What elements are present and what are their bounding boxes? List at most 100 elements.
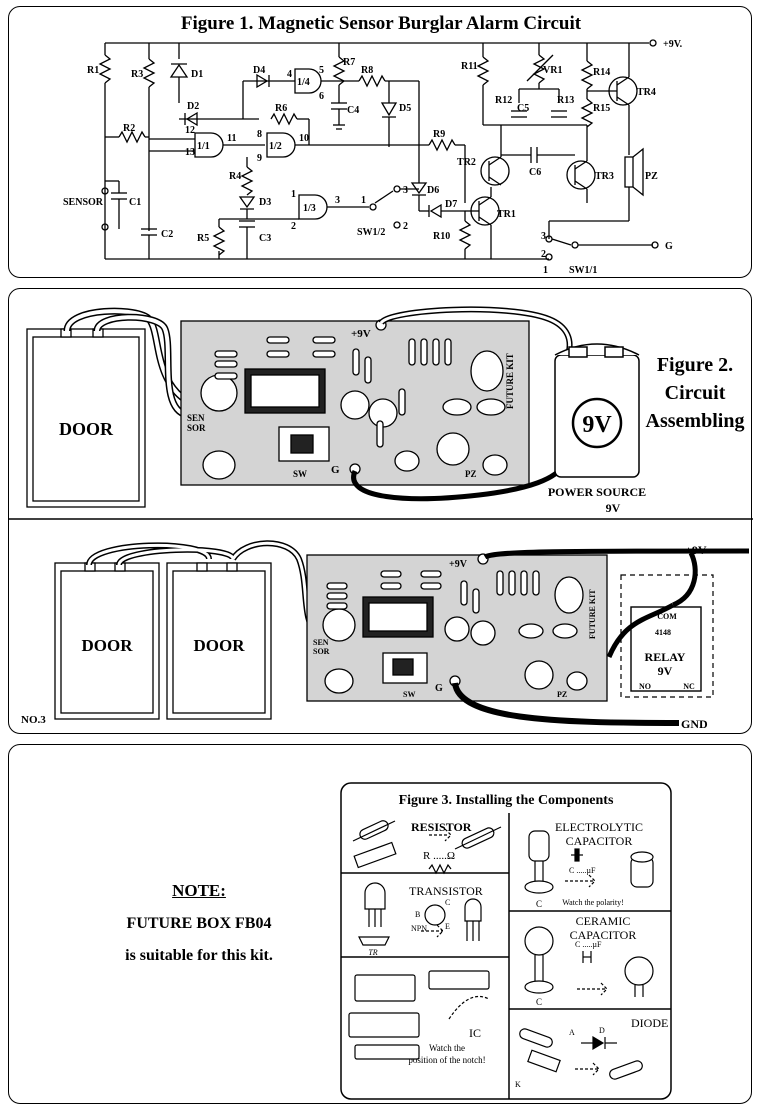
door-sensor-3 xyxy=(166,562,272,720)
label-r3: R3 xyxy=(131,69,143,80)
pcb1-switch-label: SW xyxy=(293,469,307,479)
svg-text:3: 3 xyxy=(541,231,546,242)
label-vr1: VR1 xyxy=(543,65,562,76)
door-label-1: DOOR xyxy=(59,419,114,439)
svg-text:4: 4 xyxy=(287,69,292,80)
label-r15: R15 xyxy=(593,103,610,114)
pcb2-ground-label: G xyxy=(435,683,443,694)
svg-text:6: 6 xyxy=(319,91,324,102)
door-label-2: DOOR xyxy=(82,636,134,655)
label-d2: D2 xyxy=(187,101,199,112)
electrolytic-hint: Watch the polarity! xyxy=(562,898,624,907)
label-r7: R7 xyxy=(343,57,355,68)
label-r14: R14 xyxy=(593,67,610,78)
label-d4: D4 xyxy=(253,65,265,76)
label-tr2: TR2 xyxy=(457,157,476,168)
label-c6: C6 xyxy=(529,167,541,178)
transistor-pin-c: C xyxy=(445,898,450,907)
resistor-symbol: R .....Ω xyxy=(423,850,455,862)
ic-hint-line2: position of the notch! xyxy=(408,1055,485,1065)
figure2-title-line2: Circuit xyxy=(665,382,726,404)
svg-text:1: 1 xyxy=(361,195,366,206)
diode-pin-d: D xyxy=(599,1026,605,1035)
label-r2: R2 xyxy=(123,123,135,134)
assembly-diagram: DOOR SEN SOR 9V POWER SOURCE 9V Figure 2… xyxy=(9,306,753,731)
electrolytic-label-line2: CAPACITOR xyxy=(566,834,633,848)
electrolytic-marker: C xyxy=(536,899,542,909)
transistor-label: TRANSISTOR xyxy=(409,884,483,898)
supply-label-bottom: +9V xyxy=(685,543,707,557)
label-pz: PZ xyxy=(645,171,658,182)
relay-pin-no: NO xyxy=(639,682,651,691)
pcb1-buzzer-label: PZ xyxy=(465,469,477,479)
power-source-label: POWER SOURCE xyxy=(548,485,646,499)
ceramic-symbol: C .....µF xyxy=(575,940,602,949)
battery-voltage: 9V xyxy=(582,412,612,438)
svg-text:2: 2 xyxy=(403,221,408,232)
label-gate13: 1/3 xyxy=(303,203,316,214)
label-c4: C4 xyxy=(347,105,359,116)
ic-hint-line1: Watch the xyxy=(429,1043,465,1053)
figure3-title: Figure 3. Installing the Components xyxy=(399,793,614,808)
relay-voltage: 9V xyxy=(658,664,673,678)
door-sensor-2 xyxy=(54,562,160,720)
svg-text:5: 5 xyxy=(319,65,324,76)
label-d5: D5 xyxy=(399,103,411,114)
sensor2-label-bottom: SOR xyxy=(313,647,330,656)
pcb2-brand: FUTURE KIT xyxy=(588,589,597,639)
components-panel: NOTE: FUTURE BOX FB04 is suitable for th… xyxy=(8,744,752,1104)
pcb2-supply-label: +9V xyxy=(449,559,468,570)
label-sw11: SW1/1 xyxy=(569,265,597,276)
transistor-pin-e: E xyxy=(445,922,450,931)
ceramic-label-line2: CAPACITOR xyxy=(570,928,637,942)
label-sensor: SENSOR xyxy=(63,197,104,208)
power-source-voltage: 9V xyxy=(606,501,621,515)
transistor-pin-b: B xyxy=(415,910,420,919)
label-r10: R10 xyxy=(433,231,450,242)
diode-pin-a: A xyxy=(569,1028,575,1037)
schematic-diagram: R1 R3 D1 D4 D2 R6 R2 R7 R8 C4 D5 R9 R4 D… xyxy=(63,39,683,276)
pcb1-ground-label: G xyxy=(331,464,340,476)
gnd-label: GND xyxy=(681,717,708,731)
label-r1: R1 xyxy=(87,65,99,76)
label-d7: D7 xyxy=(445,199,457,210)
label-r11: R11 xyxy=(461,61,478,72)
figure-number-label: NO.3 xyxy=(21,714,46,726)
diode-label: DIODE xyxy=(631,1016,668,1030)
svg-text:8: 8 xyxy=(257,129,262,140)
svg-text:9: 9 xyxy=(257,153,262,164)
svg-text:1: 1 xyxy=(543,265,548,276)
pcb1-supply-label: +9V xyxy=(351,328,371,340)
battery-9v xyxy=(554,343,640,478)
label-supply: +9V. xyxy=(663,39,683,50)
ic-label: IC xyxy=(469,1026,481,1040)
electrolytic-label-line1: ELECTROLYTIC xyxy=(555,820,643,834)
label-r6: R6 xyxy=(275,103,287,114)
label-c3: C3 xyxy=(259,233,271,244)
schematic-panel: Figure 1. Magnetic Sensor Burglar Alarm … xyxy=(8,6,752,278)
label-r4: R4 xyxy=(229,171,241,182)
ceramic-marker: C xyxy=(536,997,542,1007)
figure2-title-line3: Assembling xyxy=(646,410,745,432)
label-r12: R12 xyxy=(495,95,512,106)
sensor-label-top: SEN xyxy=(187,413,205,423)
label-r8: R8 xyxy=(361,65,373,76)
label-c2: C2 xyxy=(161,229,173,240)
label-c5: C5 xyxy=(517,103,529,114)
svg-text:12: 12 xyxy=(185,125,195,136)
transistor-type: NPN xyxy=(411,924,427,933)
note-heading: NOTE: xyxy=(172,881,226,900)
svg-text:11: 11 xyxy=(227,133,236,144)
svg-text:3: 3 xyxy=(335,195,340,206)
diode-pin-k: K xyxy=(515,1080,521,1089)
label-gate11: 1/1 xyxy=(197,141,210,152)
assembly-panel: DOOR SEN SOR 9V POWER SOURCE 9V Figure 2… xyxy=(8,288,753,734)
svg-text:2: 2 xyxy=(541,249,546,260)
pcb2-buzzer-label: PZ xyxy=(557,690,567,699)
label-r13: R13 xyxy=(557,95,574,106)
figure2-title-line1: Figure 2. xyxy=(657,354,733,376)
label-gate14: 1/4 xyxy=(297,77,310,88)
svg-text:3: 3 xyxy=(403,185,408,196)
label-d1: D1 xyxy=(191,69,203,80)
label-tr3: TR3 xyxy=(595,171,614,182)
